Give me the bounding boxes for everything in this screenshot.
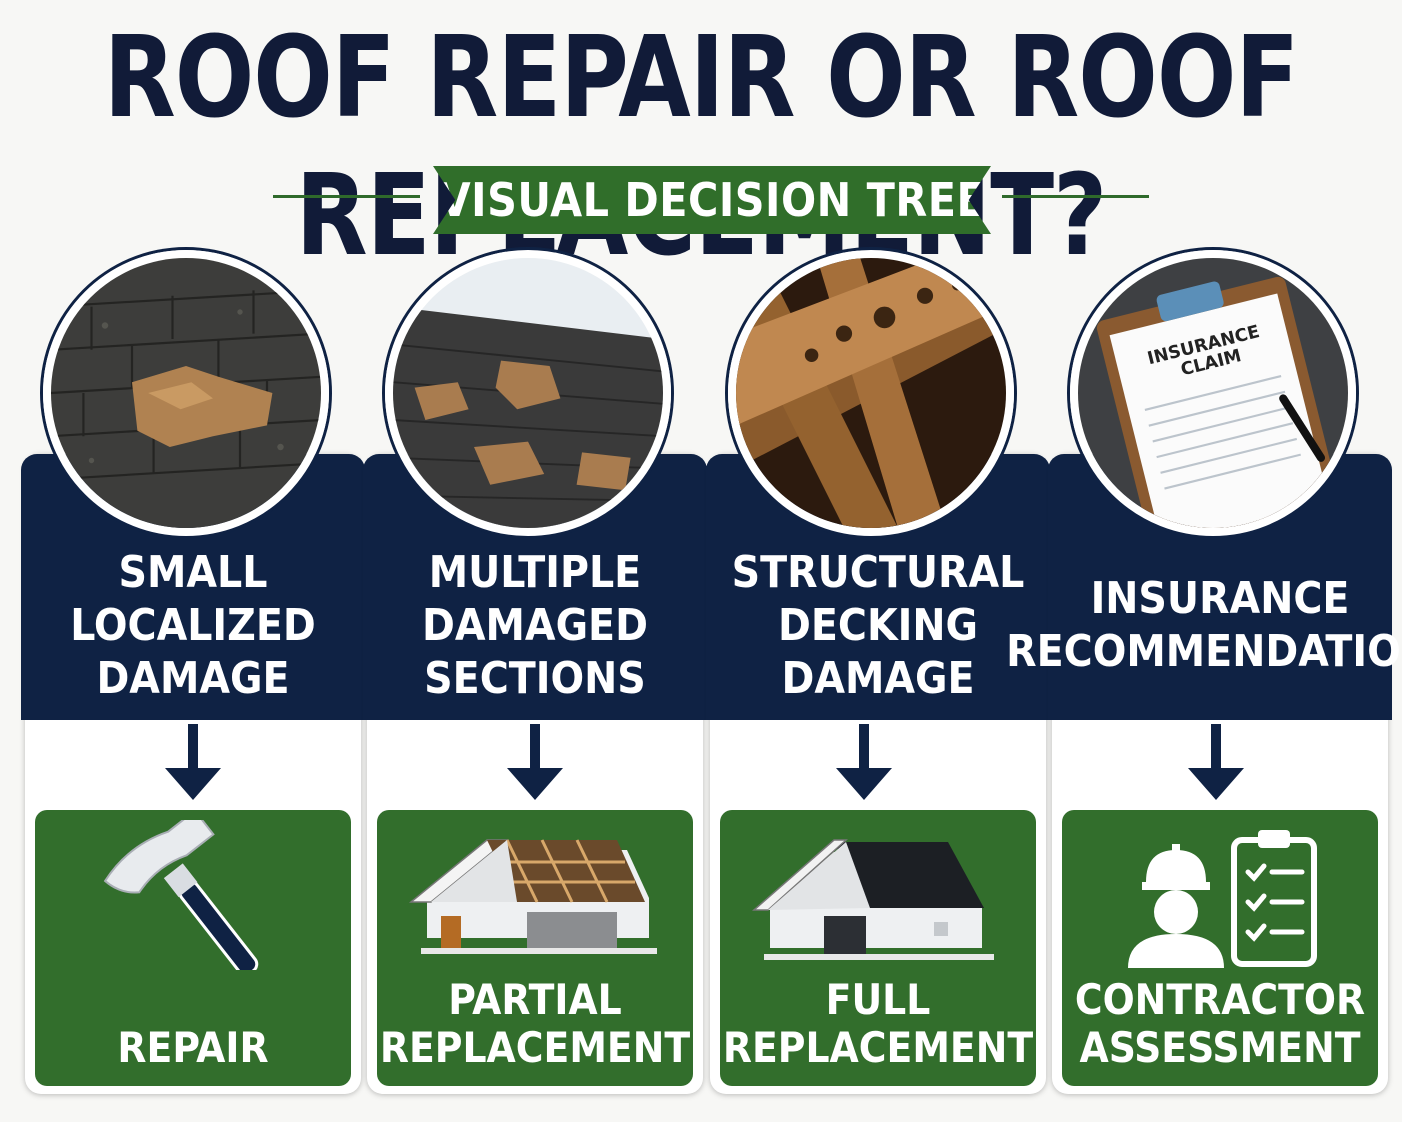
outcome-box: PARTIAL REPLACEMENT [377,810,693,1086]
hammer-icon [103,820,259,970]
insurance-claim-clipboard-photo: INSURANCE CLAIM [1070,250,1356,536]
outcome-box: FULL REPLACEMENT [720,810,1036,1086]
rotten-decking-photo [728,250,1014,536]
outcome-box: CONTRACTOR ASSESSMENT [1062,810,1378,1086]
divider-left [273,195,420,198]
arrow-down-icon [507,724,563,800]
page-title: ROOF REPAIR OR ROOF REPLACEMENT? [103,10,1300,281]
arrow-down-icon [836,724,892,800]
arrow-down-icon [165,724,221,800]
house-icon [752,839,994,960]
outcome-label: REPAIR [117,1023,269,1072]
condition-label: MULTIPLE DAMAGED SECTIONS [422,546,648,704]
contractor-clipboard-icon [1128,830,1317,968]
subtitle-banner: VISUAL DECISION TREE [433,166,991,234]
outcome-box: REPAIR [35,810,351,1086]
divider-right [1002,195,1149,198]
outcome-label: CONTRACTOR ASSESSMENT [1074,975,1366,1072]
house-partial-roof-icon [408,839,657,954]
outcome-label: PARTIAL REPLACEMENT [379,975,691,1072]
arrow-down-icon [1188,724,1244,800]
condition-label: SMALL LOCALIZED DAMAGE [70,546,316,704]
column-full-replacement: STRUCTURAL DECKING DAMAGE FULL REPLACEME… [706,250,1050,1098]
outcome-label: FULL REPLACEMENT [722,975,1034,1072]
condition-label: STRUCTURAL DECKING DAMAGE [731,546,1025,704]
column-partial-replacement: MULTIPLE DAMAGED SECTIONS PARTIAL REPLAC… [363,250,707,1098]
column-repair: SMALL LOCALIZED DAMAGE REPAIR [21,250,365,1098]
column-contractor-assessment: INSURANCE CLAIM INSURANCE RECOMMENDATION [1006,250,1402,1098]
damaged-shingles-photo [43,250,329,536]
multiple-damaged-shingles-photo [385,250,671,536]
condition-label: INSURANCE RECOMMENDATION [1006,573,1402,677]
